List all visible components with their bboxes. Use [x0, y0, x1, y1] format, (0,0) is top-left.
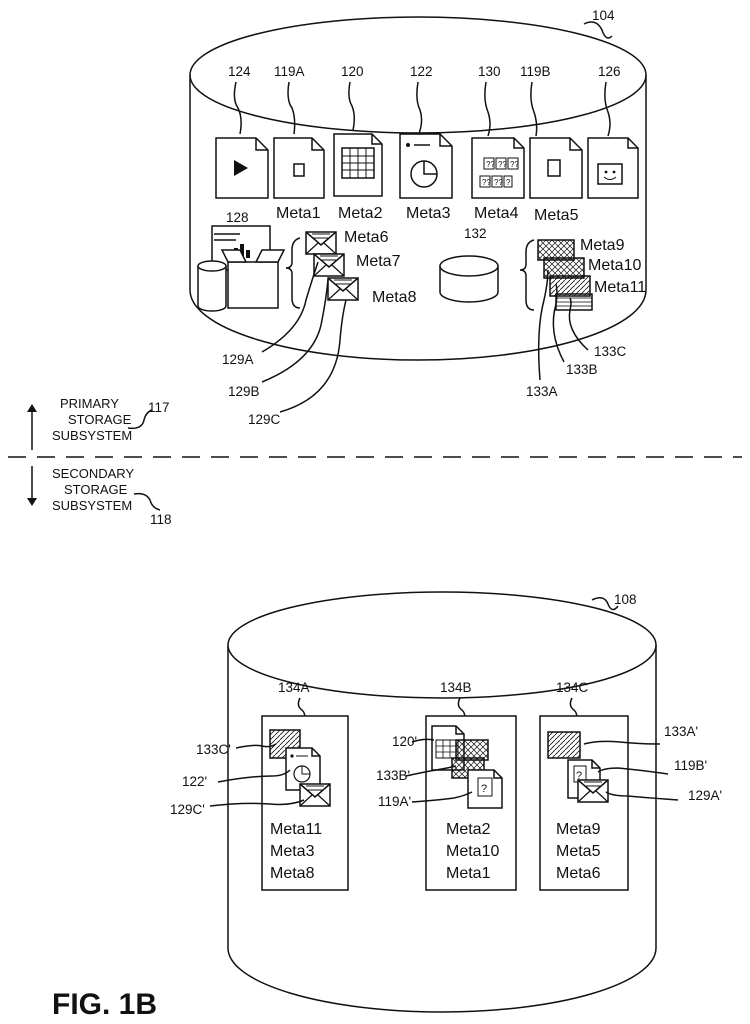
ref-120: 120 — [341, 64, 364, 79]
ref-128: 128 — [226, 210, 249, 225]
box-a-meta-1: Meta11 — [270, 821, 322, 838]
meta8-label: Meta8 — [372, 289, 417, 306]
ref-104: 104 — [592, 8, 615, 23]
meta9-label: Meta9 — [580, 237, 625, 254]
document-file-icon — [274, 138, 324, 198]
document-file-icon-2 — [530, 138, 582, 198]
box-a-meta-3: Meta8 — [270, 865, 315, 882]
svg-text:??: ?? — [494, 178, 503, 187]
secondary-label-3: SUBSYSTEM — [52, 498, 132, 513]
ref-133a-prime: 133A' — [664, 724, 698, 739]
primary-label-1: PRIMARY — [60, 396, 119, 411]
ref-130: 130 — [478, 64, 501, 79]
ref-133b: 133B — [566, 362, 598, 377]
ref-134c: 134C — [556, 680, 589, 695]
ref-132: 132 — [464, 226, 487, 241]
box-c-meta-1: Meta9 — [556, 821, 601, 838]
video-file-icon — [216, 138, 268, 198]
ref-133a: 133A — [526, 384, 558, 399]
secondary-label-1: SECONDARY — [52, 466, 134, 481]
meta2-label: Meta2 — [338, 205, 383, 222]
leader-104 — [584, 22, 612, 38]
meta7-label: Meta7 — [356, 253, 401, 270]
up-arrow-icon — [27, 404, 37, 450]
ref-119b-prime: 119B' — [674, 758, 707, 773]
down-arrow-icon — [27, 466, 37, 506]
meta4-label: Meta4 — [474, 205, 519, 222]
meta10-label: Meta10 — [588, 257, 641, 274]
ref-129c-prime: 129C' — [170, 802, 205, 817]
ref-129c: 129C — [248, 412, 281, 427]
svg-text:?: ? — [481, 783, 487, 795]
meta6-label: Meta6 — [344, 229, 389, 246]
image-file-icon — [588, 138, 638, 198]
ref-134b: 134B — [440, 680, 472, 695]
ref-134a: 134A — [278, 680, 310, 695]
ref-133c: 133C — [594, 344, 627, 359]
svg-text:??: ?? — [482, 178, 491, 187]
box-b-meta-2: Meta10 — [446, 843, 499, 860]
secondary-label-2: STORAGE — [64, 482, 128, 497]
svg-text:?: ? — [506, 178, 511, 187]
ref-119a: 119A — [274, 64, 305, 79]
ref-122-prime: 122' — [182, 774, 207, 789]
primary-label-2: STORAGE — [68, 412, 132, 427]
svg-text:??: ?? — [498, 160, 507, 169]
ref-119a-prime: 119A' — [378, 794, 411, 809]
primary-label-3: SUBSYSTEM — [52, 428, 132, 443]
chart-file-icon — [400, 134, 452, 198]
svg-text:??: ?? — [510, 160, 519, 169]
meta1-label: Meta1 — [276, 205, 321, 222]
ref-124: 124 — [228, 64, 251, 79]
box-b-meta-3: Meta1 — [446, 865, 491, 882]
ref-118: 118 — [150, 512, 172, 527]
ref-133b-prime: 133B' — [376, 768, 410, 783]
box-b-meta-1: Meta2 — [446, 821, 491, 838]
question-grid-file-icon: ?? ?? ?? ?? ?? ? — [472, 138, 524, 198]
meta11-label: Meta11 — [594, 279, 646, 296]
ref-129a: 129A — [222, 352, 254, 367]
meta5-label: Meta5 — [534, 207, 579, 224]
ref-119b: 119B — [520, 64, 551, 79]
box-c-meta-2: Meta5 — [556, 843, 601, 860]
spreadsheet-file-icon — [334, 134, 382, 196]
ref-117: 117 — [148, 400, 170, 415]
ref-122: 122 — [410, 64, 433, 79]
leader-118 — [134, 494, 160, 510]
box-a-meta-2: Meta3 — [270, 843, 315, 860]
ref-126: 126 — [598, 64, 621, 79]
svg-text:??: ?? — [486, 160, 495, 169]
box-c-meta-3: Meta6 — [556, 865, 601, 882]
database-icon — [440, 256, 498, 302]
ref-108: 108 — [614, 592, 637, 607]
ref-133c-prime: 133C' — [196, 742, 231, 757]
ref-129a-prime: 129A' — [688, 788, 722, 803]
ref-129b: 129B — [228, 384, 260, 399]
meta3-label: Meta3 — [406, 205, 451, 222]
figure-label: FIG. 1B — [52, 988, 157, 1021]
ref-120-prime: 120' — [392, 734, 417, 749]
